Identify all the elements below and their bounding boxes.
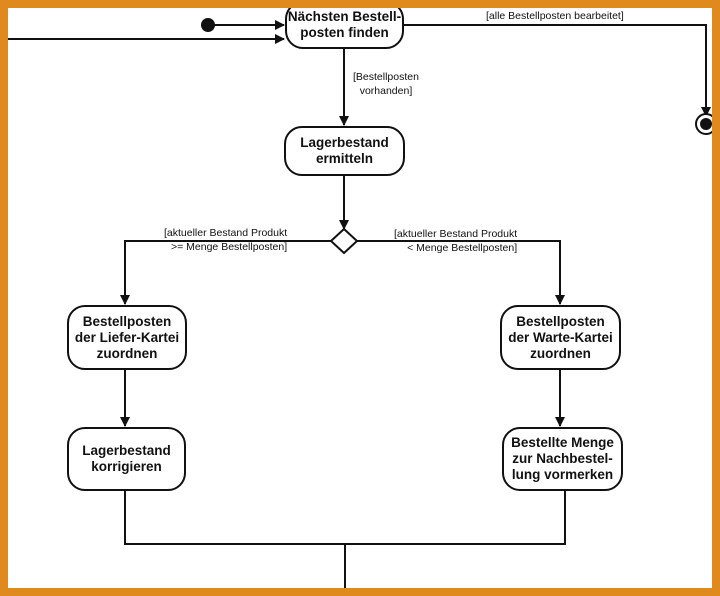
node-lagerbestand-korrigieren: Lagerbestand korrigieren <box>67 427 186 491</box>
edge-merge <box>124 490 566 545</box>
node-nachbestellung-vormerken: Bestellte Menge zur Nachbestel- lung vor… <box>502 427 623 491</box>
guard-bestand-groesser-gleich: [aktueller Bestand Produkt >= Menge Best… <box>164 227 288 253</box>
diagram-canvas: Nächsten Bestell- posten finden Lagerbes… <box>8 8 712 588</box>
node-lagerbestand-ermitteln: Lagerbestand ermitteln <box>284 126 405 176</box>
guard-bestand-kleiner: [aktueller Bestand Produkt < Menge Beste… <box>394 228 518 254</box>
guard-alle-bearbeitet: [alle Bestellposten bearbeitet] <box>486 10 624 22</box>
edge-to-final <box>403 24 711 117</box>
edge-decision-left <box>120 240 331 305</box>
connector-lines <box>8 18 712 588</box>
initial-node <box>201 18 215 32</box>
guard-bestellposten-vorhanden: [Bestellposten vorhanden] <box>353 71 419 97</box>
node-warte-kartei-zuordnen: Bestellposten der Warte-Kartei zuordnen <box>500 305 621 370</box>
node-liefer-kartei-zuordnen: Bestellposten der Liefer-Kartei zuordnen <box>67 305 187 370</box>
node-naechsten-bestellposten-finden: Nächsten Bestell- posten finden <box>285 8 404 49</box>
decision-node <box>329 227 359 255</box>
edge-decision-right <box>357 240 565 305</box>
final-node-core <box>700 118 712 130</box>
